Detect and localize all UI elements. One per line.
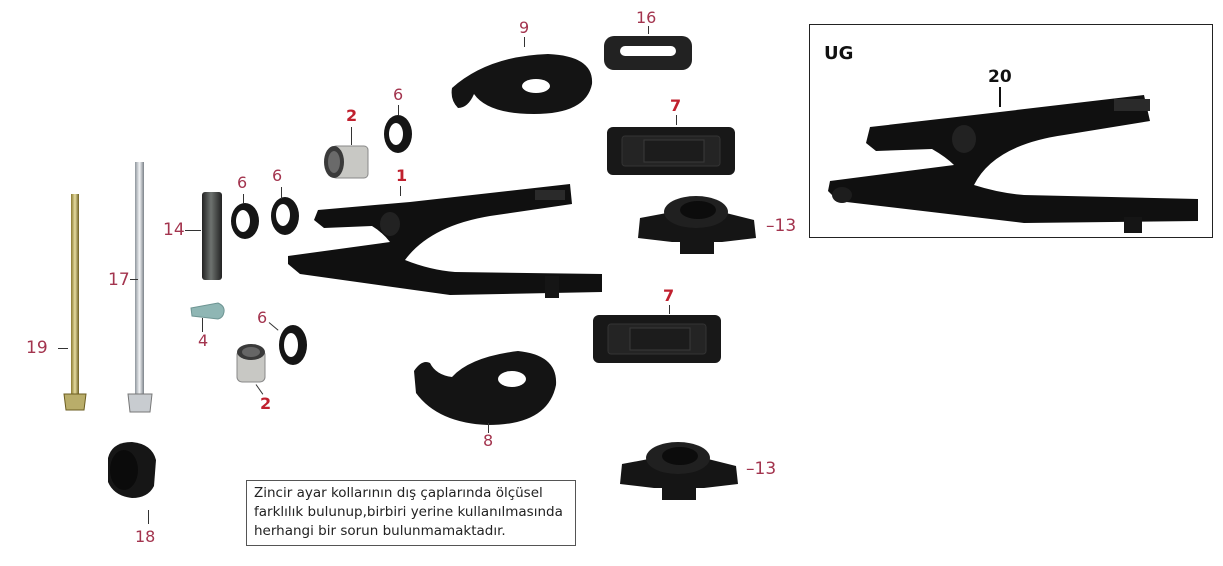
pivot-bolt-17 xyxy=(127,162,153,413)
bushing-cap-18 xyxy=(108,442,156,498)
label-19: 19 xyxy=(26,338,48,358)
leader-6a xyxy=(243,194,244,204)
leader-7a xyxy=(676,115,677,125)
label-9: 9 xyxy=(519,18,530,37)
label-6c: 6 xyxy=(393,85,404,104)
chain-guide-roller-13a xyxy=(638,196,756,254)
label-6d: 6 xyxy=(257,308,268,327)
note-line-3: herhangi bir sorun bulunmamaktadır. xyxy=(254,523,506,539)
label-1: 1 xyxy=(396,166,408,185)
leader-7b xyxy=(669,305,670,314)
label-6a: 6 xyxy=(237,173,248,192)
rubber-pad-7a xyxy=(607,127,735,175)
chain-adjuster-9 xyxy=(451,54,593,114)
label-8: 8 xyxy=(483,431,494,450)
label-4: 4 xyxy=(198,331,209,350)
leader-2a xyxy=(351,127,352,145)
pivot-sleeve-14 xyxy=(202,192,222,280)
interchangeability-note: Zincir ayar kollarının dış çaplarında öl… xyxy=(246,480,576,546)
oil-seal-6d xyxy=(279,325,307,365)
label-13a: –13 xyxy=(766,216,797,236)
leader-17 xyxy=(130,279,138,280)
swingarm-ug-20 xyxy=(828,95,1198,233)
oil-seal-6b xyxy=(271,197,299,235)
needle-bearing-2a xyxy=(324,145,369,179)
leader-1 xyxy=(400,186,401,196)
needle-bearing-2b xyxy=(236,344,266,383)
oil-seal-6a xyxy=(231,203,259,239)
chain-adjuster-8 xyxy=(414,351,557,425)
oil-seal-6c xyxy=(384,115,412,153)
note-line-1: Zincir ayar kollarının dış çaplarında öl… xyxy=(254,485,543,501)
leader-18 xyxy=(148,510,149,524)
label-20: 20 xyxy=(988,67,1012,87)
swingarm-1 xyxy=(288,184,602,298)
label-7a: 7 xyxy=(670,96,682,115)
axle-bolt-19 xyxy=(63,194,87,411)
label-13b: –13 xyxy=(746,459,777,479)
leader-6c xyxy=(398,105,399,115)
note-line-2: farklılık bulunup,birbiri yerine kullanı… xyxy=(254,504,563,520)
chain-slider-grommet-16 xyxy=(604,36,692,70)
label-14: 14 xyxy=(163,220,185,240)
label-16: 16 xyxy=(636,8,657,27)
label-17: 17 xyxy=(108,270,130,290)
leader-20 xyxy=(999,87,1001,107)
label-2a: 2 xyxy=(346,106,358,125)
label-7b: 7 xyxy=(663,286,675,305)
label-18: 18 xyxy=(135,527,156,546)
label-2b: 2 xyxy=(260,394,272,413)
leader-8 xyxy=(488,423,489,433)
rubber-pad-7b xyxy=(593,315,721,363)
leader-9 xyxy=(524,37,525,47)
leader-14 xyxy=(185,230,201,231)
leader-6b xyxy=(281,187,282,199)
chain-guide-roller-13b xyxy=(620,442,738,500)
leader-19 xyxy=(58,348,68,349)
grease-nipple-cap-4 xyxy=(190,302,225,320)
ug-variant-inset: UG 20 xyxy=(809,24,1213,238)
leader-4 xyxy=(202,318,203,332)
label-6b: 6 xyxy=(272,166,283,185)
inset-title: UG xyxy=(824,43,854,64)
leader-16 xyxy=(648,26,649,34)
